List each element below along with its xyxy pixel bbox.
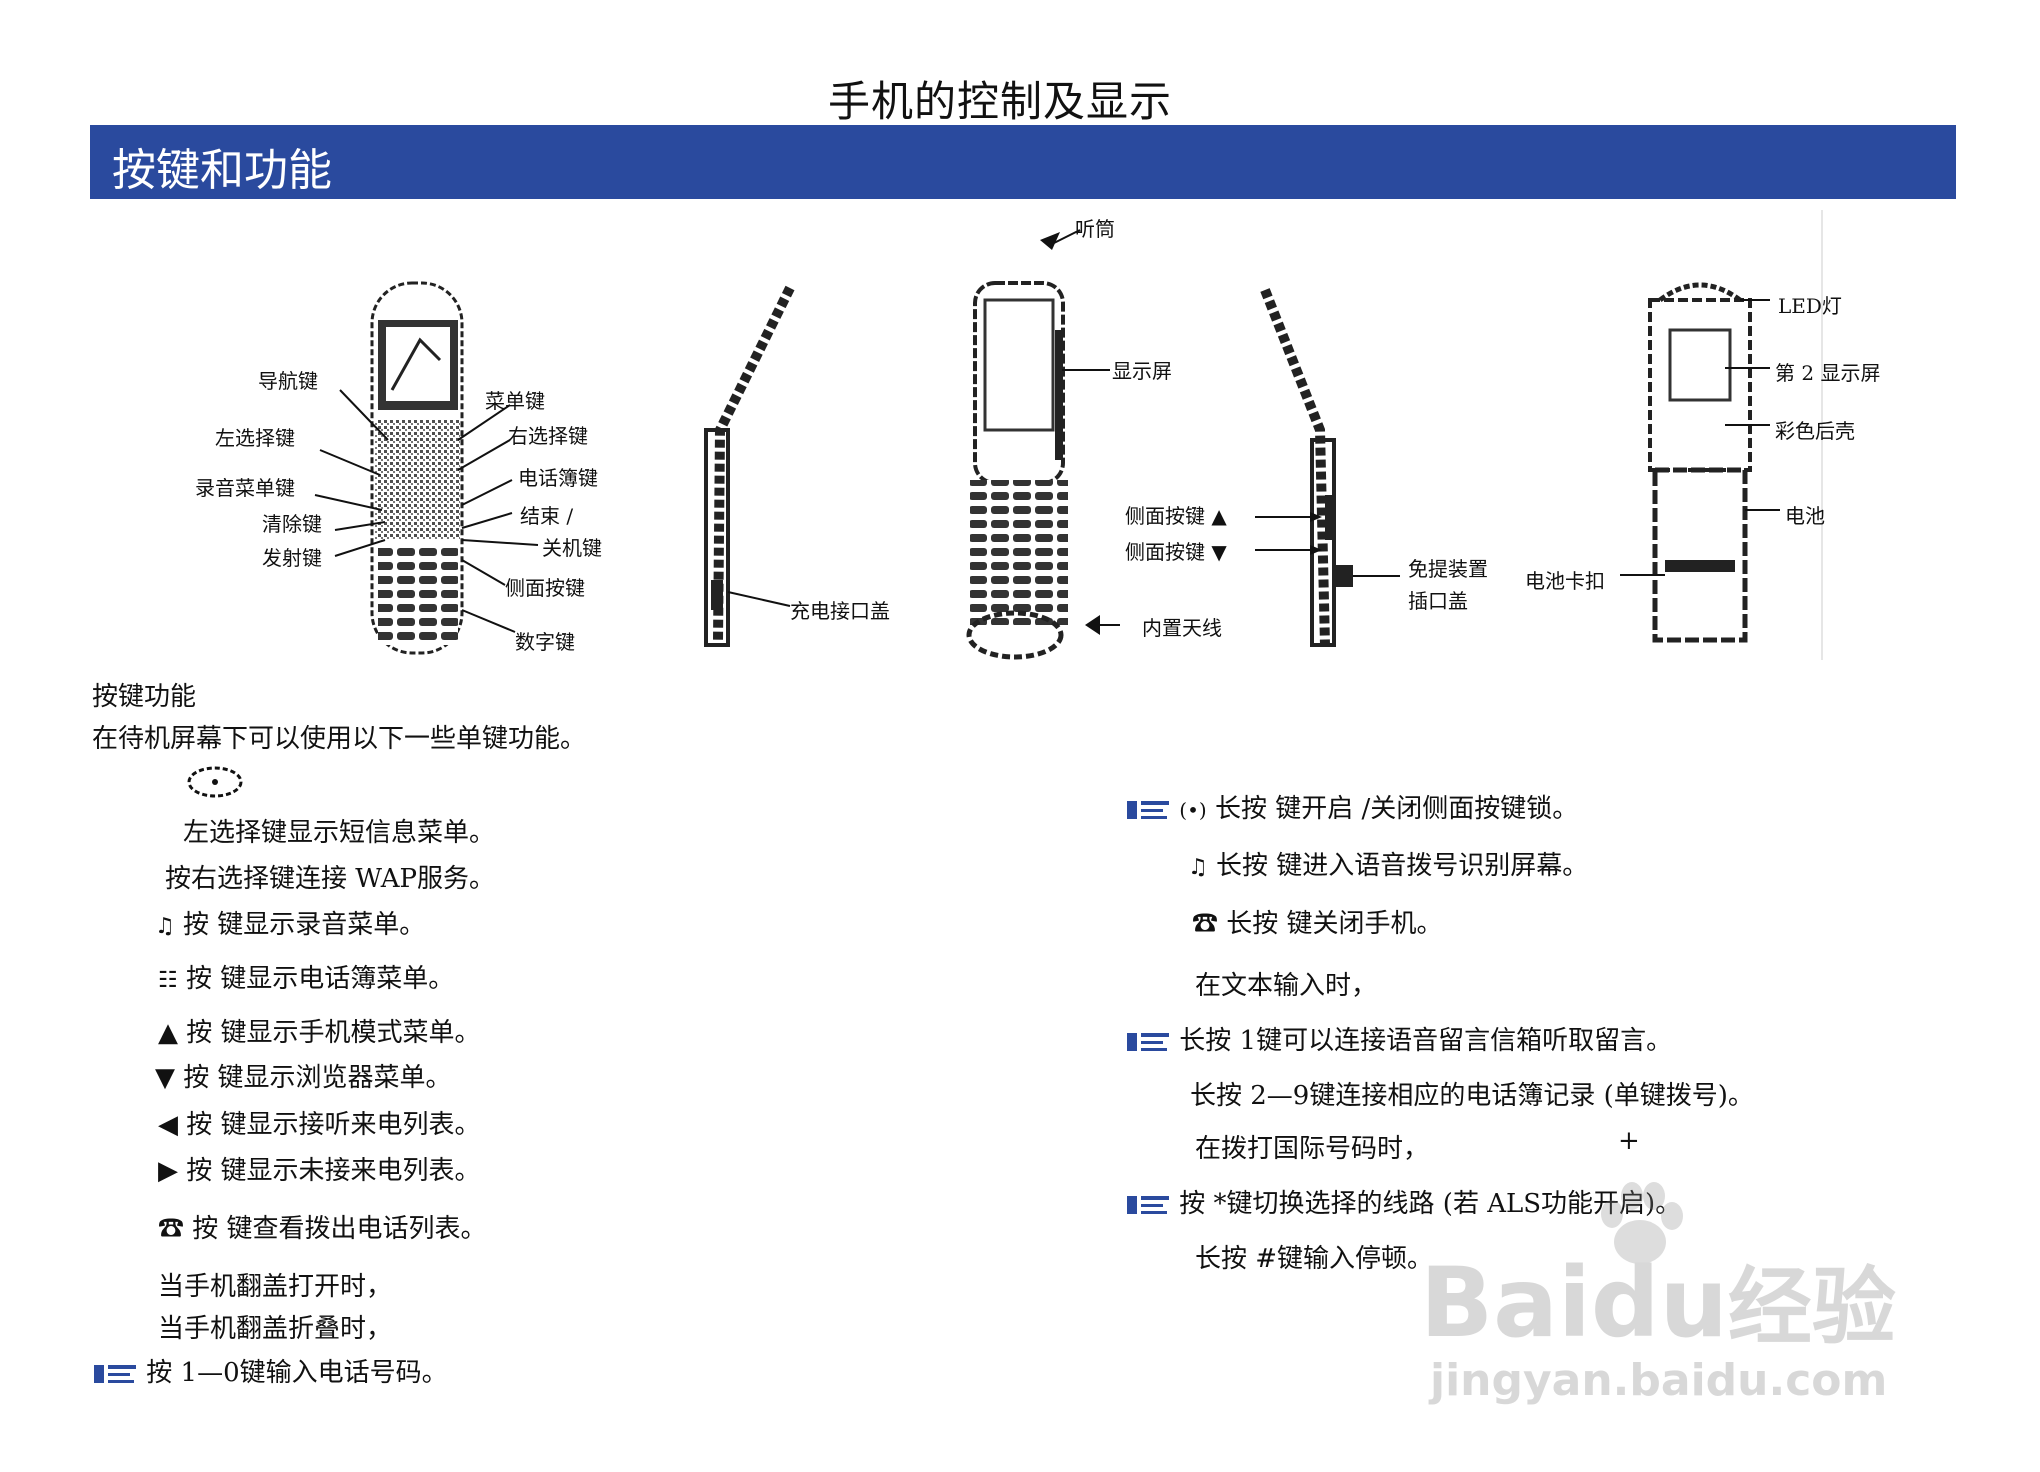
watermark-brand-2: du: [1590, 1247, 1728, 1359]
label-side-key: 侧面按键: [505, 576, 585, 600]
right-item-5: 长按 1键可以连接语音留言信箱听取留言。: [1125, 1020, 1672, 1057]
left-item-3: ♫ 按 键显示录音菜单。: [155, 910, 426, 940]
up-arrow-icon: ▲: [1205, 504, 1227, 528]
phone-front-drawing: [370, 281, 464, 655]
plus-symbol: +: [1618, 1126, 1640, 1156]
label-send-key: 发射键: [262, 546, 322, 570]
label-color-shell: 彩色后壳: [1775, 419, 1855, 443]
label-record-menu: 录音菜单键: [195, 476, 295, 500]
right-item-3: ☎ 长按 键关闭手机。: [1192, 909, 1443, 939]
label-earpiece: 听筒: [1075, 217, 1115, 241]
baidu-watermark: Baidu经验 jingyan.baidu.com: [1420, 1180, 1940, 1420]
left-item-8: ▶ 按 键显示未接来电列表。: [158, 1156, 481, 1186]
page-title: 手机的控制及显示: [827, 77, 1172, 126]
left-item-10: 当手机翻盖打开时，: [158, 1272, 393, 1302]
left-item-1: 左选择键显示短信息菜单。: [183, 818, 496, 848]
right-item-2: ♫ 长按 键进入语音拨号识别屏幕。: [1188, 851, 1589, 881]
banner-title: 按键和功能: [112, 145, 332, 196]
label-digit-keys: 数字键: [515, 630, 575, 654]
phone-side-drawing-2: [1255, 288, 1400, 647]
label-battery: 电池: [1785, 504, 1825, 528]
right-item-4: 在文本输入时，: [1195, 971, 1378, 1001]
end-key-icon: ☎: [1192, 909, 1219, 939]
left-item-12: 按 1—0键输入电话号码。: [92, 1352, 448, 1389]
label-side-up: 侧面按键 ▲: [1125, 504, 1227, 528]
label-battery-latch: 电池卡扣: [1525, 569, 1605, 593]
send-key-icon: ☎: [158, 1214, 185, 1244]
phone-back-drawing: [1620, 210, 1823, 660]
intro-text: 在待机屏幕下可以使用以下一些单键功能。: [92, 724, 587, 754]
label-second-display: 第 2 显示屏: [1775, 361, 1881, 385]
note-tag-icon: [94, 1365, 136, 1383]
label-display: 显示屏: [1112, 359, 1172, 383]
label-right-select: 右选择键: [508, 424, 588, 448]
right-item-7: 在拨打国际号码时，: [1195, 1134, 1430, 1164]
phone-side-drawing-1: [704, 285, 795, 647]
label-end-key: 结束 /: [520, 504, 574, 528]
record-icon: ♫: [1188, 855, 1208, 880]
left-item-4: ☷ 按 键显示电话簿菜单。: [158, 964, 455, 994]
label-nav-key: 导航键: [258, 369, 318, 393]
watermark-url: jingyan.baidu.com: [1430, 1355, 1888, 1406]
right-item-9: 长按 #键输入停顿。: [1195, 1244, 1434, 1274]
label-handsfree-2: 插口盖: [1408, 589, 1468, 613]
right-arrow-icon: ▶: [158, 1156, 178, 1186]
label-handsfree-1: 免提装置: [1408, 557, 1488, 581]
left-item-7: ◀ 按 键显示接听来电列表。: [158, 1110, 481, 1140]
left-item-2: 按右选择键连接 WAP服务。: [165, 864, 495, 894]
left-item-5: ▲ 按 键显示手机模式菜单。: [158, 1018, 481, 1048]
watermark-cn: 经验: [1727, 1258, 1896, 1356]
phonebook-icon: ☷: [158, 968, 178, 993]
label-phonebook: 电话簿键: [518, 466, 598, 490]
right-item-1: (•) 长按 键开启 /关闭侧面按键锁。: [1125, 788, 1578, 825]
phone-diagrams: [314, 210, 1823, 660]
note-tag-icon: [1127, 1033, 1169, 1051]
left-item-11: 当手机翻盖折叠时，: [158, 1314, 393, 1344]
paw-icon: [1601, 1182, 1683, 1264]
label-led: LED灯: [1778, 294, 1842, 318]
up-arrow-icon: ▲: [158, 1018, 178, 1048]
down-arrow-icon: ▼: [1205, 540, 1227, 564]
nav-key-icon: [187, 766, 243, 798]
label-clear-key: 清除键: [262, 512, 322, 536]
section-title: 按键功能: [92, 682, 197, 712]
label-charge-cover: 充电接口盖: [790, 599, 890, 623]
nav-key-icon: (•): [1179, 798, 1207, 822]
left-arrow-icon: ◀: [158, 1110, 178, 1140]
note-tag-icon: [1127, 1196, 1169, 1214]
right-item-8: 按 *键切换选择的线路 (若 ALS功能开启)。: [1125, 1183, 1681, 1220]
left-item-9: ☎ 按 键查看拨出电话列表。: [158, 1214, 487, 1244]
down-arrow-icon: ▼: [155, 1063, 175, 1093]
label-side-down: 侧面按键 ▼: [1125, 540, 1227, 564]
label-menu-key: 菜单键: [485, 389, 545, 413]
note-tag-icon: [1127, 801, 1169, 819]
record-icon: ♫: [155, 914, 175, 939]
label-antenna: 内置天线: [1142, 616, 1222, 640]
right-item-6: 长按 2—9键连接相应的电话簿记录 (单键拨号)。: [1190, 1081, 1754, 1111]
section-banner: 按键和功能: [90, 125, 1956, 199]
left-item-6: ▼ 按 键显示浏览器菜单。: [155, 1063, 452, 1093]
label-left-select: 左选择键: [215, 426, 295, 450]
watermark-brand: Bai: [1420, 1247, 1591, 1359]
phone-open-drawing: [966, 229, 1120, 660]
label-power-key: 关机键: [542, 536, 602, 560]
